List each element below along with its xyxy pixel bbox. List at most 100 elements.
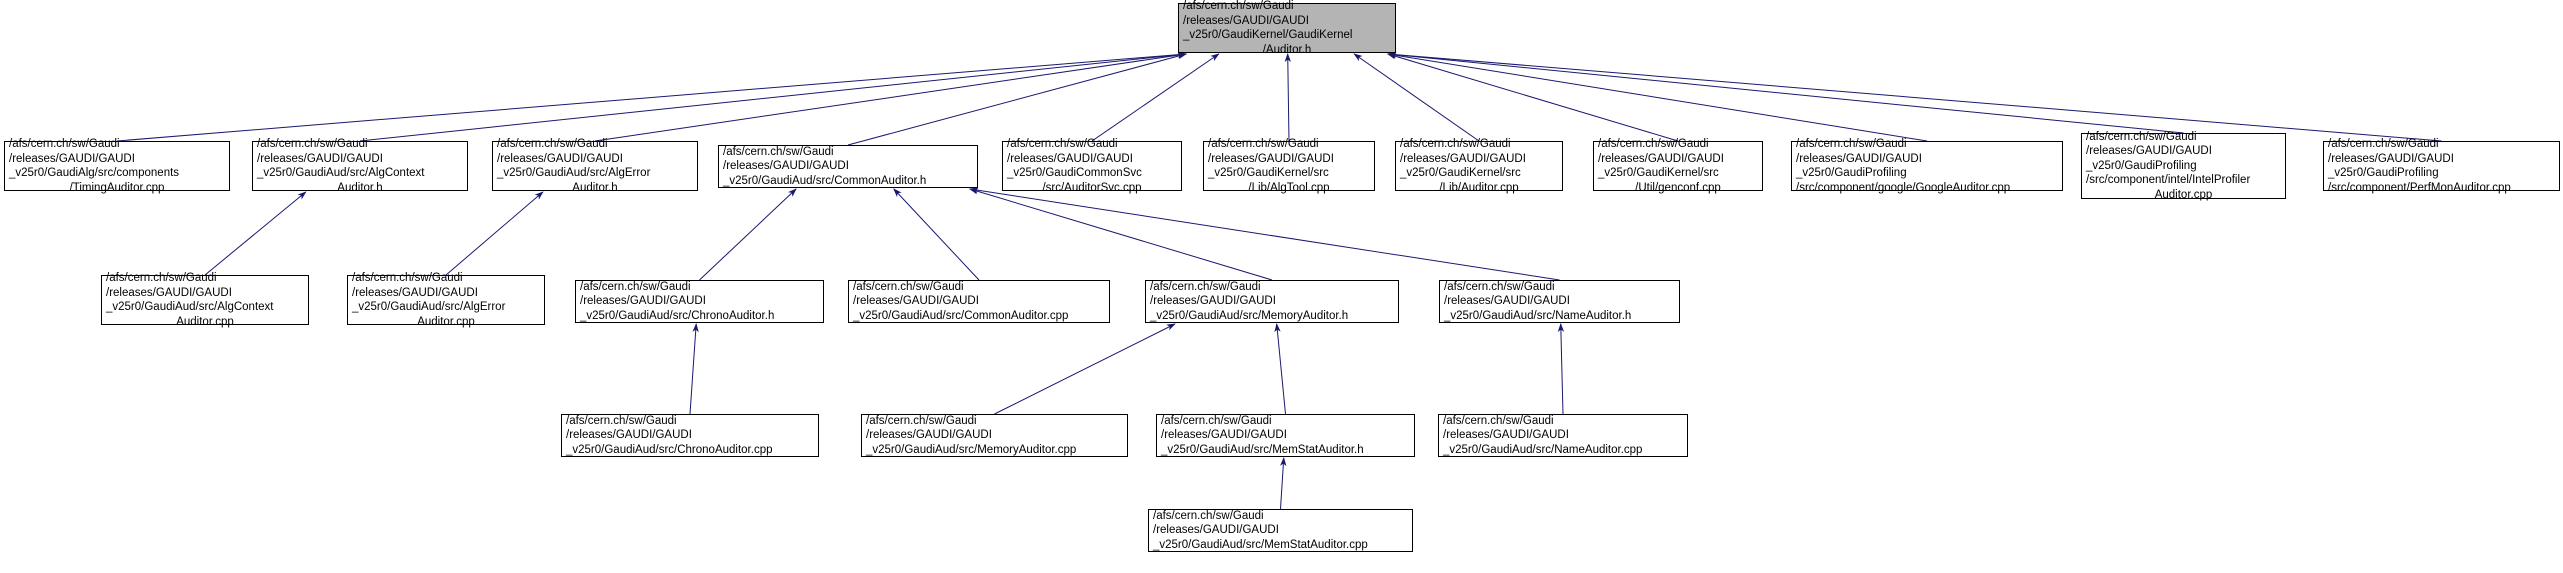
node-line: /releases/GAUDI/GAUDI xyxy=(1007,152,1133,165)
node-line: /TimingAuditor.cpp xyxy=(69,181,165,194)
node-line: /afs/cern.ch/sw/Gaudi xyxy=(866,414,977,427)
graph-edge-commonauditor_cpp-to-commonauditor_h xyxy=(893,188,980,281)
node-line: _v25r0/GaudiAud/src/NameAuditor.h xyxy=(1444,309,1632,322)
node-line: _v25r0/GaudiAud/src/MemoryAuditor.h xyxy=(1150,309,1349,322)
node-line: Auditor.cpp xyxy=(176,315,234,328)
node-line: _v25r0/GaudiAud/src/AlgContext xyxy=(257,167,425,179)
node-line: /afs/cern.ch/sw/Gaudi xyxy=(1150,280,1261,293)
node-line: /afs/cern.ch/sw/Gaudi xyxy=(1443,414,1554,427)
node-line: /afs/cern.ch/sw/Gaudi xyxy=(9,138,120,150)
node-line: /releases/GAUDI/GAUDI xyxy=(723,160,849,173)
graph-node-nameauditor_cpp[interactable]: /afs/cern.ch/sw/Gaudi/releases/GAUDI/GAU… xyxy=(1438,414,1688,457)
graph-node-commonauditor_h[interactable]: /afs/cern.ch/sw/Gaudi/releases/GAUDI/GAU… xyxy=(718,145,978,188)
graph-edge-nameauditor_h-to-commonauditor_h xyxy=(969,187,1560,281)
graph-node-genconf_cpp[interactable]: /afs/cern.ch/sw/Gaudi/releases/GAUDI/GAU… xyxy=(1593,138,1763,194)
node-line: /afs/cern.ch/sw/Gaudi xyxy=(723,145,834,158)
node-line: /releases/GAUDI/GAUDI xyxy=(106,286,232,299)
graph-edge-algerrorauditor_cpp-to-algerrorauditor_h xyxy=(445,191,544,276)
node-line: /releases/GAUDI/GAUDI xyxy=(580,295,706,308)
graph-node-chronoauditor_h[interactable]: /afs/cern.ch/sw/Gaudi/releases/GAUDI/GAU… xyxy=(575,280,824,323)
node-line: /releases/GAUDI/GAUDI xyxy=(1444,295,1570,308)
node-line: /afs/cern.ch/sw/Gaudi xyxy=(853,280,964,293)
node-line: /releases/GAUDI/GAUDI xyxy=(1183,14,1309,27)
graph-node-auditor_cpp[interactable]: /afs/cern.ch/sw/Gaudi/releases/GAUDI/GAU… xyxy=(1395,138,1563,194)
node-line: Auditor.cpp xyxy=(417,315,475,328)
node-line: /src/AuditorSvc.cpp xyxy=(1042,181,1142,194)
node-line: _v25r0/GaudiAud/src/AlgContext xyxy=(106,301,274,313)
node-line: _v25r0/GaudiAud/src/AlgError xyxy=(352,301,506,313)
node-line: /afs/cern.ch/sw/Gaudi xyxy=(1153,509,1264,522)
graph-edge-memoryauditor_h-to-commonauditor_h xyxy=(969,188,1273,281)
node-line: _v25r0/GaudiAud/src/MemoryAuditor.cpp xyxy=(866,443,1077,456)
graph-edge-perfmonauditor_cpp-to-auditor_h xyxy=(1387,51,2442,142)
node-line: _v25r0/GaudiCommonSvc xyxy=(1007,167,1142,179)
graph-node-nameauditor_h[interactable]: /afs/cern.ch/sw/Gaudi/releases/GAUDI/GAU… xyxy=(1439,280,1680,323)
node-line: /Lib/Auditor.cpp xyxy=(1439,181,1519,194)
node-line: /releases/GAUDI/GAUDI xyxy=(1598,152,1724,165)
node-line: /afs/cern.ch/sw/Gaudi xyxy=(566,414,677,427)
node-line: /afs/cern.ch/sw/Gaudi xyxy=(1183,0,1294,12)
graph-edge-timingauditor_cpp-to-auditor_h xyxy=(116,51,1187,142)
graph-node-algerrorauditor_h[interactable]: /afs/cern.ch/sw/Gaudi/releases/GAUDI/GAU… xyxy=(492,138,698,194)
node-line: _v25r0/GaudiKernel/src xyxy=(1400,167,1521,179)
graph-node-timingauditor_cpp[interactable]: /afs/cern.ch/sw/Gaudi/releases/GAUDI/GAU… xyxy=(4,138,230,194)
node-line: _v25r0/GaudiProfiling xyxy=(2086,159,2197,172)
node-line: /src/component/google/GoogleAuditor.cpp xyxy=(1796,181,2011,194)
node-line: _v25r0/GaudiKernel/src xyxy=(1598,167,1719,179)
node-line: _v25r0/GaudiAud/src/ChronoAuditor.h xyxy=(580,309,775,322)
node-line: /releases/GAUDI/GAUDI xyxy=(866,429,992,442)
node-line: /releases/GAUDI/GAUDI xyxy=(1400,152,1526,165)
graph-node-algtool_cpp[interactable]: /afs/cern.ch/sw/Gaudi/releases/GAUDI/GAU… xyxy=(1203,138,1375,194)
node-line: Auditor.h xyxy=(337,181,383,194)
node-line: /src/component/intel/IntelProfiler xyxy=(2086,174,2251,187)
graph-node-commonauditor_cpp[interactable]: /afs/cern.ch/sw/Gaudi/releases/GAUDI/GAU… xyxy=(848,280,1110,323)
node-line: /releases/GAUDI/GAUDI xyxy=(1208,152,1334,165)
node-line: /releases/GAUDI/GAUDI xyxy=(566,429,692,442)
graph-edge-memoryauditor_cpp-to-memoryauditor_h xyxy=(994,323,1176,415)
node-line: /afs/cern.ch/sw/Gaudi xyxy=(352,272,463,284)
graph-edge-commonauditor_h-to-auditor_h xyxy=(847,52,1187,146)
node-line: Auditor.cpp xyxy=(2154,188,2213,201)
node-line: /releases/GAUDI/GAUDI xyxy=(1161,429,1287,442)
graph-node-algcontextauditor_cpp[interactable]: /afs/cern.ch/sw/Gaudi/releases/GAUDI/GAU… xyxy=(101,272,309,328)
node-line: /releases/GAUDI/GAUDI xyxy=(2086,145,2212,158)
node-line: /Lib/AlgTool.cpp xyxy=(1248,181,1330,194)
graph-edge-algcontextauditor_h-to-auditor_h xyxy=(359,51,1187,142)
graph-edge-memstatauditor_cpp-to-memstatauditor_h xyxy=(1280,457,1287,510)
graph-node-memstatauditor_cpp[interactable]: /afs/cern.ch/sw/Gaudi/releases/GAUDI/GAU… xyxy=(1148,509,1413,552)
node-line: /Auditor.h xyxy=(1262,43,1312,56)
node-line: /releases/GAUDI/GAUDI xyxy=(497,152,623,165)
graph-node-memstatauditor_h[interactable]: /afs/cern.ch/sw/Gaudi/releases/GAUDI/GAU… xyxy=(1156,414,1415,457)
graph-node-googleauditor_cpp[interactable]: /afs/cern.ch/sw/Gaudi/releases/GAUDI/GAU… xyxy=(1791,138,2063,194)
graph-node-chronoauditor_cpp[interactable]: /afs/cern.ch/sw/Gaudi/releases/GAUDI/GAU… xyxy=(561,414,819,457)
graph-edge-nameauditor_cpp-to-nameauditor_h xyxy=(1557,323,1565,415)
graph-edge-intelprofilerauditor_cpp-to-auditor_h xyxy=(1387,51,2184,134)
graph-node-algcontextauditor_h[interactable]: /afs/cern.ch/sw/Gaudi/releases/GAUDI/GAU… xyxy=(252,138,468,194)
graph-node-memoryauditor_cpp[interactable]: /afs/cern.ch/sw/Gaudi/releases/GAUDI/GAU… xyxy=(861,414,1128,457)
node-line: /afs/cern.ch/sw/Gaudi xyxy=(1208,138,1319,150)
graph-edge-algtool_cpp-to-auditor_h xyxy=(1284,53,1292,142)
node-line: /src/component/PerfMonAuditor.cpp xyxy=(2328,181,2511,194)
node-line: /afs/cern.ch/sw/Gaudi xyxy=(1796,138,1907,150)
graph-node-perfmonauditor_cpp[interactable]: /afs/cern.ch/sw/Gaudi/releases/GAUDI/GAU… xyxy=(2323,138,2560,194)
graph-node-intelprofilerauditor_cpp[interactable]: /afs/cern.ch/sw/Gaudi/releases/GAUDI/GAU… xyxy=(2081,131,2286,201)
node-line: /releases/GAUDI/GAUDI xyxy=(257,152,383,165)
graph-edge-genconf_cpp-to-auditor_h xyxy=(1387,53,1679,142)
node-line: /releases/GAUDI/GAUDI xyxy=(2328,152,2454,165)
node-line: _v25r0/GaudiAud/src/NameAuditor.cpp xyxy=(1443,443,1643,456)
graph-node-auditor_h[interactable]: /afs/cern.ch/sw/Gaudi/releases/GAUDI/GAU… xyxy=(1178,0,1396,56)
node-line: /releases/GAUDI/GAUDI xyxy=(1443,429,1569,442)
node-line: /afs/cern.ch/sw/Gaudi xyxy=(580,280,691,293)
graph-node-algerrorauditor_cpp[interactable]: /afs/cern.ch/sw/Gaudi/releases/GAUDI/GAU… xyxy=(347,272,545,328)
graph-node-auditorsvc_cpp[interactable]: /afs/cern.ch/sw/Gaudi/releases/GAUDI/GAU… xyxy=(1002,138,1182,194)
node-line: /afs/cern.ch/sw/Gaudi xyxy=(2328,138,2439,150)
graph-node-memoryauditor_h[interactable]: /afs/cern.ch/sw/Gaudi/releases/GAUDI/GAU… xyxy=(1145,280,1399,323)
node-line: /releases/GAUDI/GAUDI xyxy=(1150,295,1276,308)
node-line: /afs/cern.ch/sw/Gaudi xyxy=(257,138,368,150)
node-line: /Util/genconf.cpp xyxy=(1635,181,1721,194)
node-line: _v25r0/GaudiAud/src/AlgError xyxy=(497,167,651,179)
graph-edge-googleauditor_cpp-to-auditor_h xyxy=(1387,52,1928,142)
node-line: _v25r0/GaudiProfiling xyxy=(1796,167,1907,179)
node-line: /releases/GAUDI/GAUDI xyxy=(853,295,979,308)
